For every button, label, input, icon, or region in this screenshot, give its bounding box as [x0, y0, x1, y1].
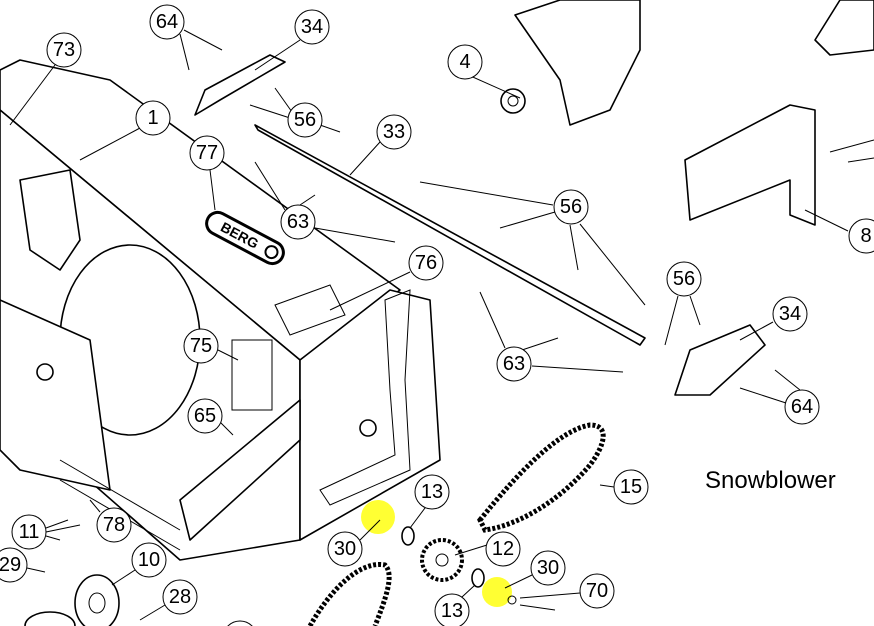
bracket-34-right	[674, 324, 766, 396]
svg-text:11: 11	[19, 521, 40, 543]
svg-text:4: 4	[459, 51, 470, 73]
svg-text:8: 8	[860, 225, 871, 247]
callout-64: 64	[784, 389, 820, 425]
callout-11: 11	[11, 514, 47, 550]
svg-text:73: 73	[53, 39, 75, 61]
bracket-34-top	[194, 54, 286, 116]
callout-77: 77	[189, 135, 225, 171]
callout-70: 70	[579, 573, 615, 609]
callout-56: 56	[666, 261, 702, 297]
svg-text:64: 64	[791, 396, 813, 418]
highlight-part-30-a	[361, 500, 395, 534]
callout-30: 30	[530, 550, 566, 586]
callout-8: 8	[848, 218, 874, 254]
diagram-title: Snowblower	[705, 467, 836, 494]
svg-text:64: 64	[156, 11, 178, 33]
upper-right-part	[814, 0, 874, 56]
sprocket-12	[420, 538, 464, 582]
callout-63: 63	[280, 204, 316, 240]
svg-text:76: 76	[415, 252, 437, 274]
pulley-10	[74, 574, 120, 626]
callout-30: 30	[327, 531, 363, 567]
svg-text:63: 63	[503, 353, 525, 375]
callout-56: 56	[287, 102, 323, 138]
svg-text:28: 28	[169, 586, 191, 608]
callout-24: 24	[227, 620, 253, 626]
svg-text:10: 10	[138, 549, 160, 571]
svg-text:63: 63	[287, 211, 309, 233]
callout-28: 28	[162, 579, 198, 615]
callout-13: 13	[414, 474, 450, 510]
callout-4: 4	[447, 44, 483, 80]
chain-15	[477, 422, 606, 533]
svg-text:33: 33	[383, 121, 405, 143]
svg-text:78: 78	[103, 514, 125, 536]
svg-text:65: 65	[194, 405, 216, 427]
callout-75: 75	[183, 328, 219, 364]
svg-text:34: 34	[779, 303, 801, 325]
svg-text:75: 75	[190, 335, 212, 357]
upper-frame	[514, 0, 641, 126]
callout-65: 65	[187, 398, 223, 434]
callout-34: 34	[294, 9, 330, 45]
svg-text:56: 56	[673, 268, 695, 290]
callout-29: 29	[0, 547, 28, 583]
callout-63: 63	[496, 346, 532, 382]
bearing-13-b	[471, 568, 485, 588]
chain-lower	[307, 561, 392, 626]
svg-text:56: 56	[294, 109, 316, 131]
svg-text:30: 30	[537, 557, 559, 579]
callout-12: 12	[485, 531, 521, 567]
auger-housing	[0, 59, 441, 561]
callout-34: 34	[772, 296, 808, 332]
svg-text:13: 13	[421, 481, 443, 503]
pulley-lower	[24, 611, 76, 626]
svg-text:12: 12	[492, 538, 514, 560]
svg-text:13: 13	[441, 600, 463, 622]
svg-text:34: 34	[301, 16, 323, 38]
callout-1: 1	[135, 100, 171, 136]
callout-15: 15	[613, 469, 649, 505]
callout-33: 33	[376, 114, 412, 150]
svg-text:15: 15	[620, 476, 642, 498]
cover-8	[684, 104, 816, 226]
callout-73: 73	[46, 32, 82, 68]
svg-text:56: 56	[560, 196, 582, 218]
svg-text:1: 1	[147, 107, 158, 129]
callout-78: 78	[96, 507, 132, 543]
berg-logo: BERG	[205, 210, 285, 266]
highlight-part-30-b	[482, 577, 512, 607]
callout-13: 13	[434, 593, 470, 626]
svg-text:29: 29	[0, 554, 21, 576]
bearing-4	[500, 88, 526, 114]
bearing-13-a	[401, 526, 415, 546]
strip-33	[254, 124, 646, 346]
callout-76: 76	[408, 245, 444, 281]
callout-10: 10	[131, 542, 167, 578]
callout-56: 56	[553, 189, 589, 225]
callout-64: 64	[149, 4, 185, 40]
svg-text:77: 77	[196, 142, 218, 164]
svg-text:30: 30	[334, 538, 356, 560]
svg-text:70: 70	[586, 580, 608, 602]
